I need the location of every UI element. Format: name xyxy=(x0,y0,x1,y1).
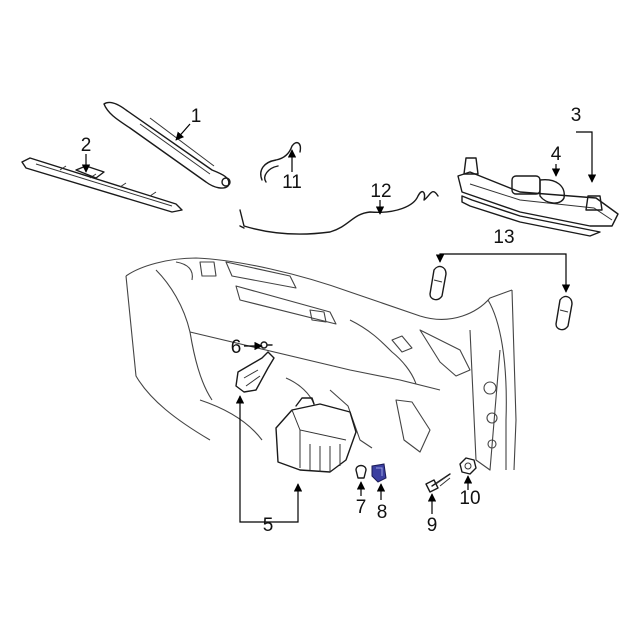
reservoir-bracket-part[interactable] xyxy=(235,351,275,393)
retainer-clip-part[interactable] xyxy=(260,341,273,349)
callout-3[interactable]: 3 xyxy=(571,105,582,126)
callout-1[interactable]: 1 xyxy=(191,106,202,127)
callout-8[interactable]: 8 xyxy=(377,502,388,523)
callout-13[interactable]: 13 xyxy=(493,227,514,248)
callout-6[interactable]: 6 xyxy=(231,337,242,358)
callout-5[interactable]: 5 xyxy=(263,515,274,536)
callout-10[interactable]: 10 xyxy=(459,488,480,509)
wiper-linkage-motor-part[interactable] xyxy=(457,157,619,237)
wiper-blade-part[interactable] xyxy=(21,157,183,213)
callout-7[interactable]: 7 xyxy=(356,497,367,518)
vehicle-body-outline xyxy=(125,257,517,471)
washer-nozzle-right-part[interactable] xyxy=(555,295,573,331)
wiper-arm-part[interactable] xyxy=(103,101,231,189)
washer-hose-long-part[interactable] xyxy=(239,190,439,235)
washer-nozzle-left-part[interactable] xyxy=(429,265,447,301)
leader-lines xyxy=(81,123,597,523)
callout-2[interactable]: 2 xyxy=(81,135,92,156)
highlighted-bracket-part[interactable] xyxy=(371,463,387,483)
grommet-part[interactable] xyxy=(355,464,367,479)
callout-12[interactable]: 12 xyxy=(370,181,391,202)
bolt-part[interactable] xyxy=(425,473,451,493)
nut-part[interactable] xyxy=(459,457,477,475)
callout-labels: 1 2 3 4 5 6 7 8 9 10 11 12 13 xyxy=(81,105,582,536)
washer-reservoir-part[interactable] xyxy=(275,397,357,473)
callout-11[interactable]: 11 xyxy=(282,172,302,193)
callout-4[interactable]: 4 xyxy=(551,144,562,165)
callout-9[interactable]: 9 xyxy=(427,515,438,536)
washer-hose-small-part[interactable] xyxy=(260,141,302,183)
